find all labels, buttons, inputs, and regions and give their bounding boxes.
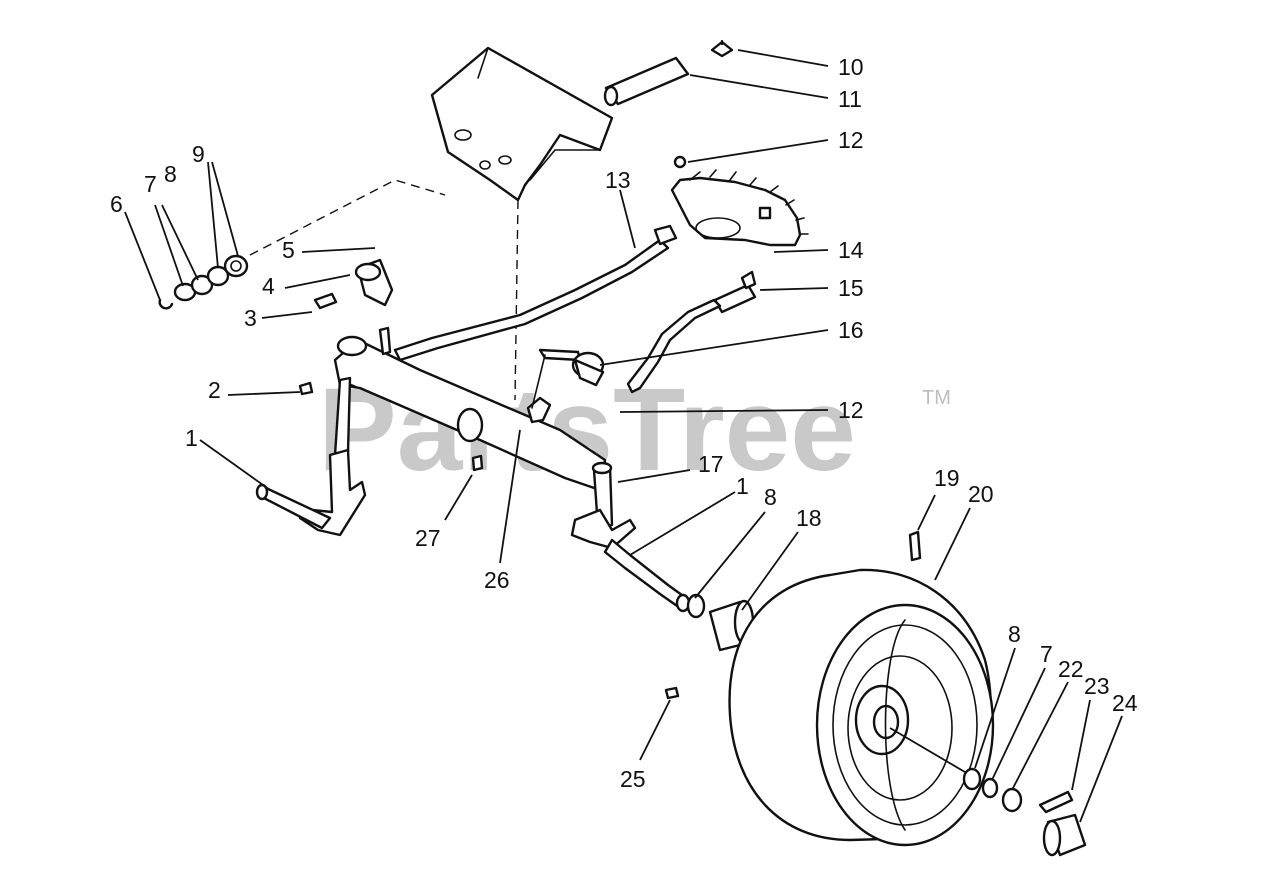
sector-gear [670, 155, 809, 247]
steering-arm-right [526, 348, 605, 424]
callout-8-mid: 8 [764, 484, 777, 510]
callout-20: 20 [968, 481, 994, 507]
callout-11: 11 [838, 86, 862, 112]
callout-24: 24 [1112, 690, 1138, 716]
callout-17: 17 [698, 451, 724, 477]
right-spindle [570, 461, 691, 613]
callout-15: 15 [838, 275, 864, 301]
callout-23: 23 [1084, 673, 1110, 699]
leader-lines [124, 40, 1123, 823]
valve-stem [908, 530, 922, 562]
callout-12-mid: 12 [838, 397, 864, 423]
callout-13: 13 [605, 167, 631, 193]
left-spindle [255, 376, 367, 537]
grease-fitting-2 [298, 381, 314, 396]
washer-stack [158, 254, 249, 310]
steering-shaft [603, 40, 734, 107]
callout-1-right: 1 [736, 473, 749, 499]
callout-labels: 10 11 12 13 14 15 16 12 17 1 8 18 19 20 … [110, 54, 1138, 792]
axle-hardware [962, 767, 1087, 857]
callout-9: 9 [192, 141, 205, 167]
callout-1-left: 1 [185, 425, 198, 451]
watermark-trademark: TM [922, 387, 951, 409]
callout-4: 4 [262, 273, 275, 299]
drag-link [393, 224, 678, 362]
steering-arm-left [313, 258, 394, 356]
callout-26: 26 [484, 567, 510, 593]
callout-10: 10 [838, 54, 864, 80]
callout-7-right: 7 [1040, 641, 1053, 667]
callout-8-right: 8 [1008, 621, 1021, 647]
callout-12-top: 12 [838, 127, 864, 153]
callout-2: 2 [208, 377, 221, 403]
grease-fitting-25 [664, 686, 680, 700]
grease-fitting-27 [471, 454, 484, 472]
callout-16: 16 [838, 317, 864, 343]
steering-bracket [430, 46, 614, 202]
callout-3: 3 [244, 305, 257, 331]
callout-25: 25 [620, 766, 646, 792]
callout-5: 5 [282, 237, 295, 263]
callout-14: 14 [838, 237, 864, 263]
callout-7-left: 7 [144, 171, 157, 197]
callout-19: 19 [934, 465, 960, 491]
callout-8-left: 8 [164, 161, 177, 187]
wheel-tire [728, 568, 995, 847]
callout-22: 22 [1058, 656, 1084, 682]
callout-6: 6 [110, 191, 123, 217]
tie-rod [626, 270, 757, 394]
callout-18: 18 [796, 505, 822, 531]
callout-27: 27 [415, 525, 441, 551]
